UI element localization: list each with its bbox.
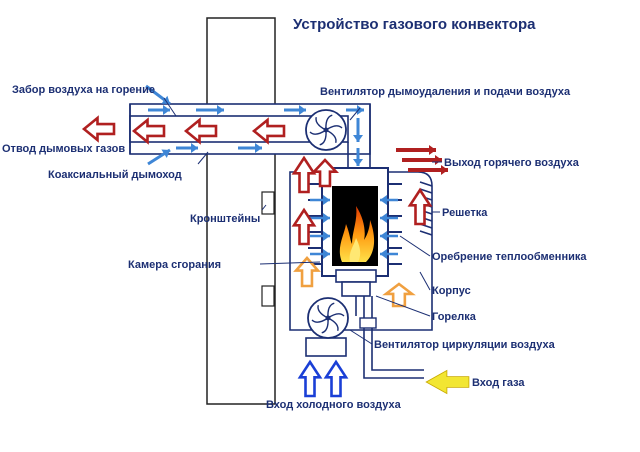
label-flue-exhaust: Отвод дымовых газов xyxy=(2,143,125,155)
arrow-icon xyxy=(310,158,340,188)
label-brackets: Кронштейны xyxy=(190,213,260,225)
arrow-icon xyxy=(441,165,448,175)
label-air-intake: Забор воздуха на горение xyxy=(12,84,155,96)
arrow-icon xyxy=(323,195,330,205)
flame-core xyxy=(349,238,361,262)
bracket-upper xyxy=(261,191,275,215)
arrow-icon xyxy=(323,359,349,398)
label-grille: Решетка xyxy=(442,207,488,219)
housing-outline xyxy=(289,171,433,331)
fan-hub xyxy=(325,315,331,321)
fan-icon xyxy=(307,297,349,339)
label-combustion-chamber: Камера сгорания xyxy=(128,259,221,271)
gas-valve xyxy=(359,317,377,329)
arrow-icon xyxy=(353,135,363,142)
label-burner: Горелка xyxy=(432,311,477,323)
label-coaxial-flue: Коаксиальный дымоход xyxy=(48,169,182,181)
diagram-title: Устройство газового конвектора xyxy=(293,16,536,33)
flue-duct xyxy=(347,104,371,168)
arrow-icon xyxy=(291,155,317,194)
arrow-icon xyxy=(323,231,330,241)
label-circ-fan: Вентилятор циркуляции воздуха xyxy=(374,339,556,351)
arrow-icon xyxy=(297,359,323,398)
arrow-icon xyxy=(131,117,166,145)
arrow-icon xyxy=(380,213,387,223)
label-hot-air-out: Выход горячего воздуха xyxy=(444,157,580,169)
arrow-icon xyxy=(293,256,321,288)
arrow-icon xyxy=(217,105,224,115)
arrow-icon xyxy=(380,195,387,205)
arrow-icon xyxy=(81,115,116,143)
arrow-icon xyxy=(426,371,469,393)
arrow-icon xyxy=(382,282,416,308)
flame-icon xyxy=(339,206,375,262)
label-gas-in: Вход газа xyxy=(472,377,525,389)
bracket-lower xyxy=(261,285,275,307)
arrow-icon xyxy=(191,143,198,153)
burner xyxy=(335,269,377,316)
arrow-icon xyxy=(299,105,306,115)
arrow-icon xyxy=(380,231,387,241)
gas-pipe xyxy=(359,296,424,379)
arrow-icon xyxy=(161,149,170,158)
arrow-icon xyxy=(435,155,442,165)
arrow-icon xyxy=(163,105,170,115)
arrow-icon xyxy=(380,249,387,259)
arrow-icon xyxy=(407,187,433,226)
label-flue-fan: Вентилятор дымоудаления и подачи воздуха xyxy=(320,86,571,98)
arrow-icon xyxy=(323,249,330,259)
label-housing: Корпус xyxy=(432,285,471,297)
arrow-icon xyxy=(183,117,218,145)
arrow-icon xyxy=(429,145,436,155)
circ-fan-casing xyxy=(305,337,347,357)
grille-slat xyxy=(419,230,433,236)
leader-lines xyxy=(163,97,442,345)
grille-slat xyxy=(419,181,433,187)
arrow-icon xyxy=(251,117,286,145)
arrow-icon xyxy=(323,213,330,223)
fan-hub xyxy=(323,127,329,133)
arrow-icon xyxy=(353,159,363,166)
arrow-icon xyxy=(291,207,317,246)
label-fins: Оребрение теплообменника xyxy=(432,251,587,263)
grille-slat xyxy=(419,188,433,194)
arrow-icon xyxy=(357,105,364,115)
arrow-icon xyxy=(255,143,262,153)
fan-icon xyxy=(305,109,347,151)
airflow-arrows xyxy=(81,84,470,398)
label-cold-air-in: Вход холодного воздуха xyxy=(266,399,402,411)
